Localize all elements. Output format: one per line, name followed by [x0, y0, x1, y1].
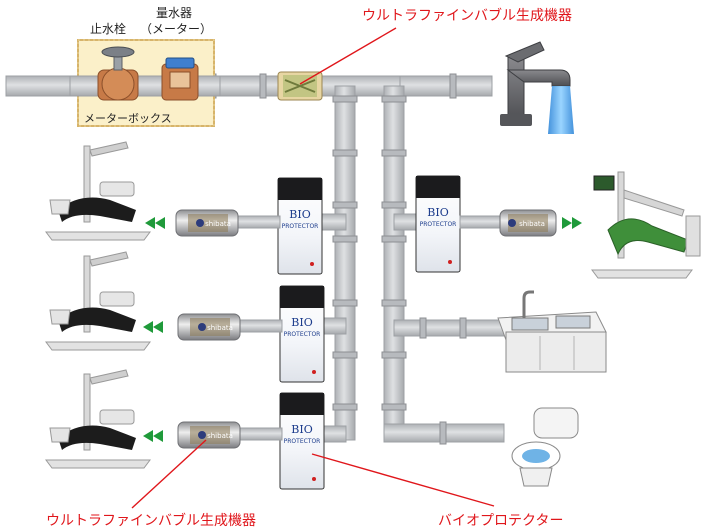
protector-label: PROTECTOR	[282, 223, 319, 230]
dental-chair-icon	[45, 369, 151, 469]
riser-left	[334, 85, 356, 441]
meter-label-line1: 量水器	[156, 6, 193, 20]
bio-protector-unit-right: BIO PROTECTOR	[415, 175, 461, 273]
water-meter-icon	[161, 57, 199, 101]
sink-icon	[497, 290, 607, 373]
brand-label: shibata	[207, 324, 233, 332]
bio-protector-unit-2: BIO PROTECTOR	[279, 285, 325, 383]
bio-label: BIO	[291, 423, 312, 436]
stop-valve-label: 止水栓	[90, 22, 127, 36]
bio-label: BIO	[291, 316, 312, 329]
protector-label: PROTECTOR	[420, 221, 457, 228]
dental-chair-green-icon	[591, 171, 701, 279]
bio-label: BIO	[289, 208, 310, 221]
branch-pipe-sink	[393, 319, 505, 337]
ultrafine-bubble-generator-right: shibata	[499, 209, 557, 237]
brand-label: shibata	[207, 432, 233, 440]
bio-protector-label: バイオプロテクター	[438, 513, 564, 529]
protector-label: PROTECTOR	[284, 331, 321, 338]
callout-lines	[131, 27, 495, 509]
meter-box-label: メーターボックス	[84, 112, 172, 125]
protector-label: PROTECTOR	[284, 438, 321, 445]
ultrafine-bubble-generator-1: shibata	[175, 209, 239, 237]
dental-chair-icon	[45, 251, 151, 351]
toilet-icon	[511, 407, 579, 487]
stop-valve-icon	[97, 46, 139, 101]
faucet-supply-pipe	[399, 75, 493, 97]
generator-label-top: ウルトラファインバブル生成機器	[362, 8, 572, 24]
bio-protector-unit-1: BIO PROTECTOR	[277, 177, 323, 275]
faucet-icon	[500, 41, 574, 134]
riser-right	[383, 85, 405, 441]
flow-arrow-icon	[145, 217, 165, 229]
brand-label: shibata	[205, 220, 231, 228]
bio-protector-unit-3: BIO PROTECTOR	[279, 392, 325, 490]
ultrafine-bubble-generator-2: shibata	[177, 313, 241, 341]
meter-label-line2: （メーター）	[140, 22, 213, 36]
ultrafine-bubble-generator-top	[277, 71, 323, 101]
flow-arrow-icon	[143, 321, 163, 333]
dental-chair-icon	[45, 141, 151, 241]
flow-arrow-icon	[562, 217, 582, 229]
flow-arrows	[143, 217, 582, 442]
generator-label-bottom: ウルトラファインバブル生成機器	[46, 513, 256, 529]
ultrafine-bubble-generator-3: shibata	[177, 421, 241, 449]
bio-label: BIO	[427, 206, 448, 219]
brand-label: shibata	[519, 220, 545, 228]
flow-arrow-icon	[143, 430, 163, 442]
